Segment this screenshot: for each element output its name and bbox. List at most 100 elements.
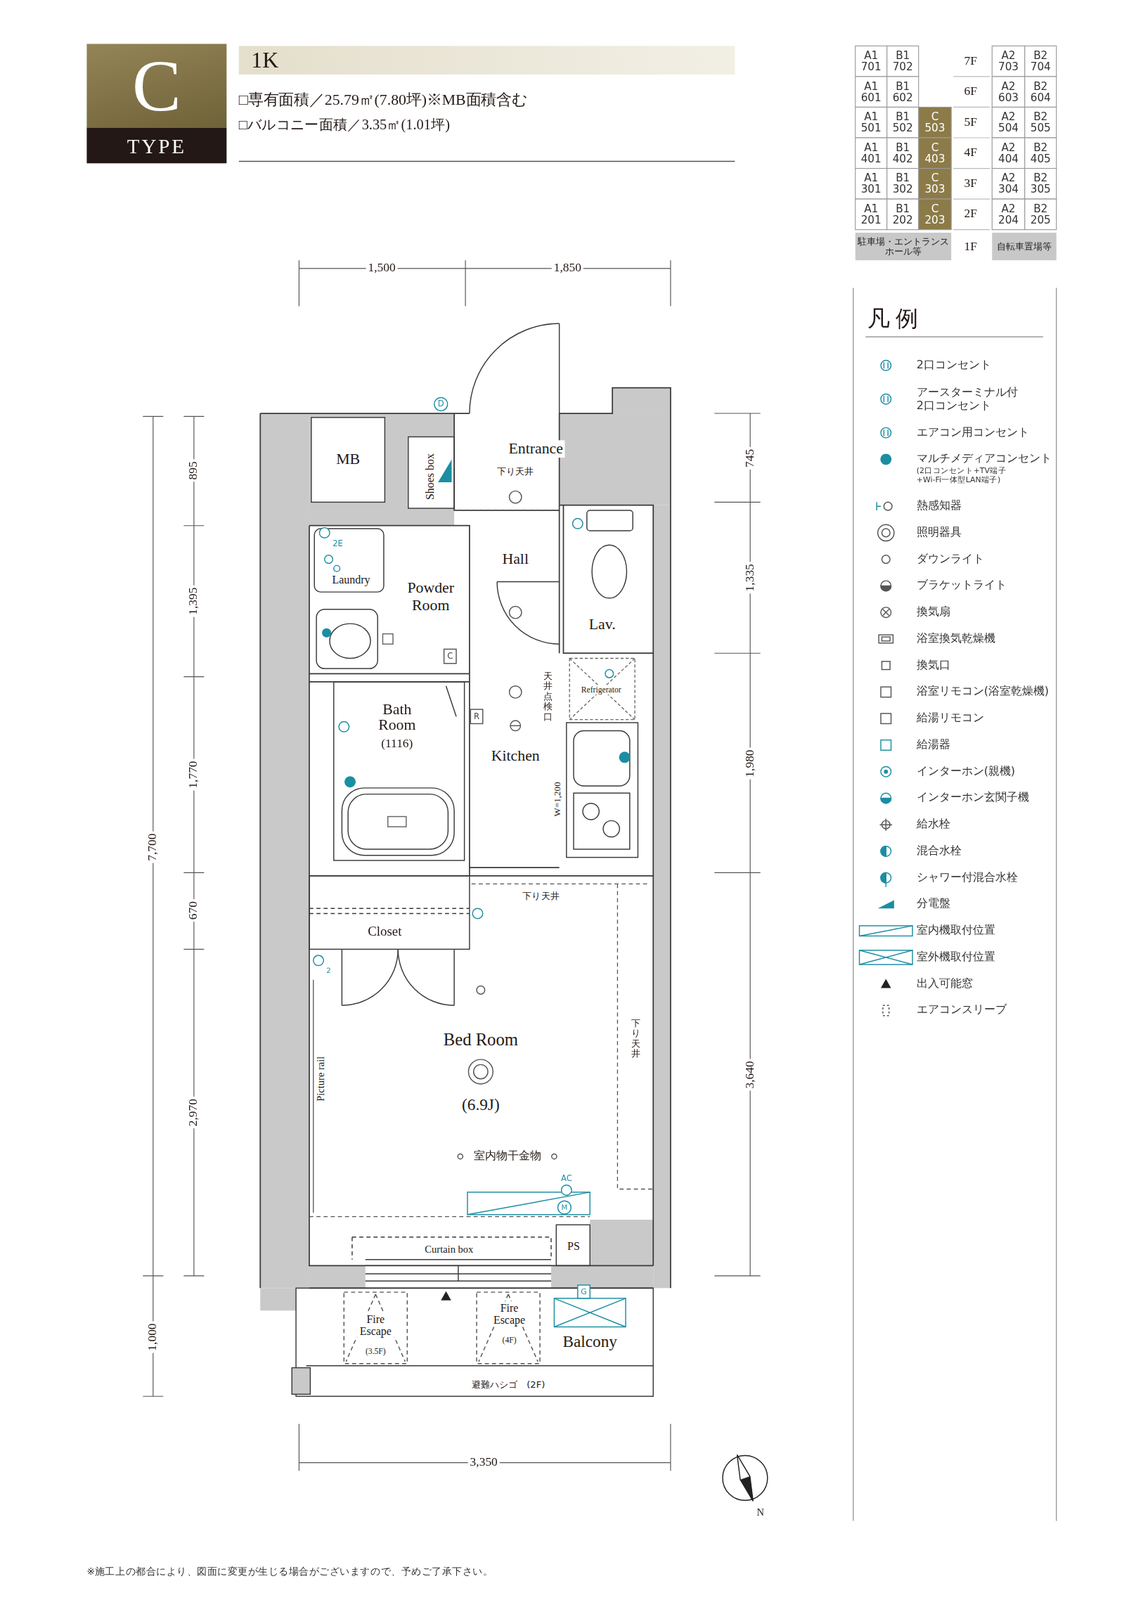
- legend-symbols: [880, 360, 892, 372]
- legend-text: 換気扇: [916, 605, 951, 619]
- floor-key-cell: B1 202: [888, 203, 918, 226]
- legend-text: 換気口: [916, 658, 951, 672]
- room-label: Bath Room: [369, 702, 425, 734]
- floor-key-table: [855, 168, 888, 200]
- equipment-symbol: [605, 669, 614, 678]
- equipment-symbol: [322, 628, 332, 637]
- floor-key-cell: B1 302: [888, 172, 918, 195]
- floor-key-table: [991, 232, 1056, 261]
- room-label: Picture rail: [314, 1054, 327, 1104]
- balcony: [478, 1294, 538, 1362]
- legend-symbols: [881, 555, 890, 564]
- fixture: [316, 609, 378, 669]
- floor-key-cell: A2 404: [994, 142, 1023, 165]
- floor-key-table: [887, 168, 919, 200]
- wall-fill: [260, 388, 671, 1312]
- legend-heading: 凡 例: [867, 305, 919, 332]
- compass: [732, 1453, 758, 1503]
- legend-symbols: [885, 882, 887, 888]
- light-symbol: [510, 720, 521, 732]
- floor-number: 5F: [964, 115, 978, 130]
- compass: [722, 1453, 768, 1503]
- floor-key-table: [991, 168, 1025, 200]
- room-label: MB: [333, 450, 363, 469]
- room-label: Kitchen: [489, 747, 542, 765]
- floor-key-table: [918, 198, 952, 230]
- floor-key-table: [953, 75, 990, 77]
- legend-symbols: [880, 454, 892, 465]
- refrigerator-space: [569, 657, 635, 720]
- floor-key-cell: B1 602: [888, 80, 918, 104]
- floor-key-cell: 自転車置場等: [996, 241, 1052, 252]
- equipment-symbol: [319, 527, 330, 539]
- floor-key-cell: B2 205: [1026, 203, 1056, 226]
- legend-symbols: [880, 393, 892, 405]
- floor-key-table: [953, 229, 990, 230]
- floor-key-cell: A2 603: [994, 80, 1023, 104]
- dimension-line: [142, 416, 164, 1397]
- floor-key-table: [887, 198, 919, 230]
- legend-text: ダウンライト: [916, 552, 985, 566]
- equipment-symbol: [553, 1298, 626, 1328]
- wall-fill: [589, 1219, 654, 1266]
- legend-text: 2口コンセント: [916, 359, 992, 372]
- floor-key-table: [918, 106, 952, 138]
- legend-symbols: [880, 792, 892, 804]
- floor-key-table: [953, 198, 990, 200]
- legend-symbols: [878, 524, 895, 541]
- floor-key-cell: A2 204: [994, 203, 1023, 226]
- equipment-symbol: [313, 955, 325, 966]
- floor-key-cell: B1 402: [888, 142, 918, 165]
- room-label: Fire Escape: [485, 1301, 535, 1326]
- dimension-value: 2,970: [186, 1096, 202, 1129]
- floor-number: 4F: [964, 146, 978, 161]
- legend-symbols: [882, 1005, 890, 1016]
- floor-key-cell: B2 505: [1026, 111, 1056, 134]
- closet-outline: [309, 908, 470, 914]
- floor-number: 7F: [964, 54, 978, 69]
- legend-text: マルチメディアコンセント: [916, 452, 1052, 466]
- legend-symbols: [876, 501, 881, 511]
- built-in-box: [556, 1224, 590, 1266]
- wall-fill: [260, 1287, 296, 1311]
- floor-key-cell: A2 304: [994, 172, 1023, 195]
- floor-key-table: [855, 137, 888, 169]
- legend-text: 室内機取付位置: [916, 924, 996, 938]
- symbol-letter: M: [561, 1203, 568, 1212]
- legend-note: (2口コンセント+TV端子 +Wi-Fi一体型LAN端子): [916, 466, 1015, 485]
- floor-key-cell: C 403: [920, 142, 950, 165]
- legend-symbols: [880, 846, 886, 857]
- fixture: [573, 792, 630, 850]
- wall-fill: [559, 413, 671, 506]
- legend-text: 分電盤: [916, 897, 951, 911]
- symbol-letter: D: [437, 399, 445, 409]
- legend-text: ブラケットライト: [916, 579, 1007, 592]
- header-rule: [239, 160, 736, 162]
- floor-key-table: [887, 137, 919, 169]
- wall-fill: [260, 413, 310, 1288]
- equipment-symbol: [467, 1192, 590, 1215]
- equipment-symbol: [572, 518, 584, 530]
- wall-fill: [309, 413, 455, 526]
- window-curtain: [352, 1237, 552, 1281]
- room-label: (6.9J): [459, 1095, 502, 1115]
- light-symbol: [476, 986, 486, 995]
- equipment-symbol: [434, 397, 448, 412]
- legend-symbols: [878, 900, 895, 909]
- room-label: Laundry: [330, 573, 373, 587]
- wall-fill: [612, 388, 671, 414]
- room-label: 室内物干金物: [471, 1150, 544, 1163]
- wall-fill: [309, 1265, 366, 1288]
- legend-text: 混合水栓: [916, 844, 962, 858]
- floor-key-table: [1024, 137, 1057, 169]
- legend-symbols: [882, 1005, 890, 1016]
- equipment-symbol: [438, 461, 451, 482]
- legend-symbols: [880, 792, 892, 804]
- floor-key-cell: B1 502: [888, 111, 918, 134]
- fixture: [333, 681, 465, 861]
- dimension-value: 670: [186, 899, 202, 922]
- fixture: [329, 623, 371, 658]
- equipment-symbol: [472, 908, 483, 919]
- floor-key-cell: B2 305: [1026, 172, 1056, 195]
